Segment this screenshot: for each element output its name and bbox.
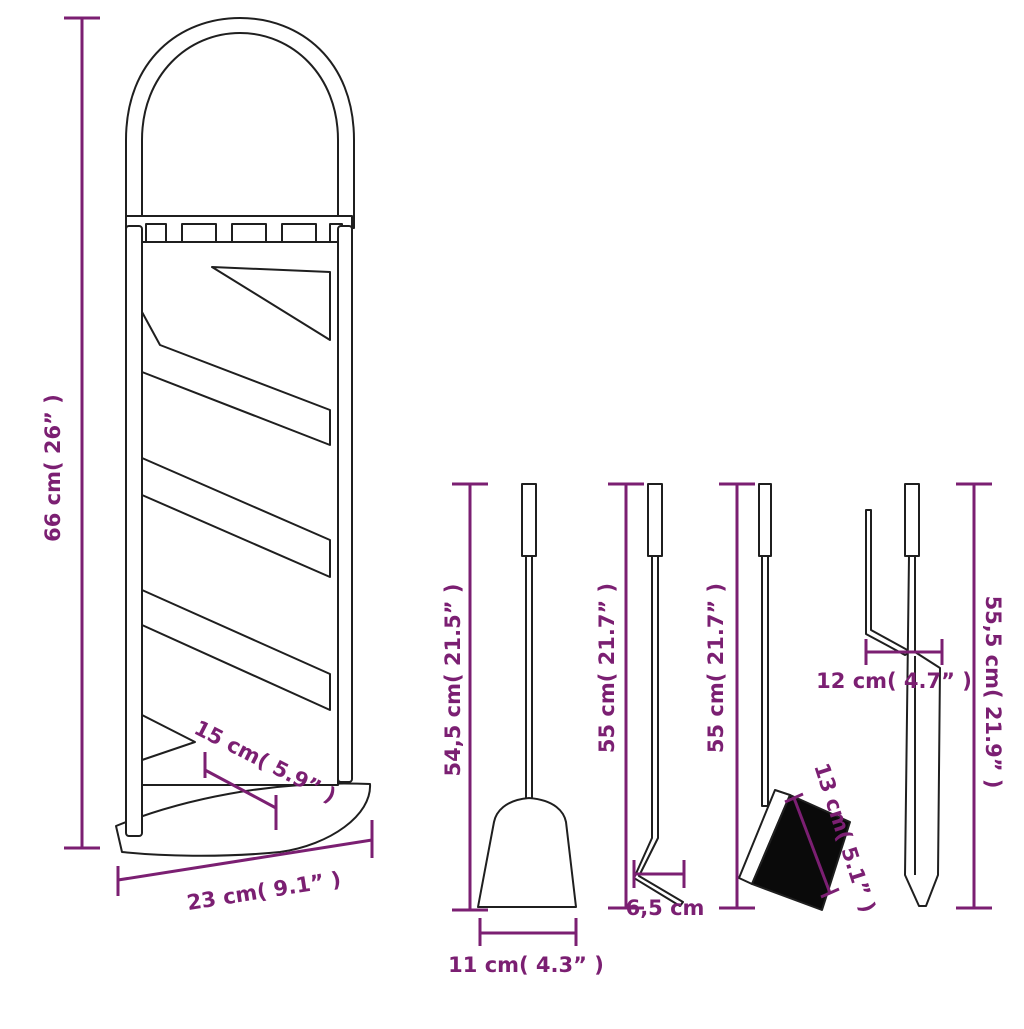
brush-shaft (761, 555, 769, 807)
poker-height-label: 55 cm( 21.7” ) (595, 583, 619, 753)
brush-height-label: 55 cm( 21.7” ) (704, 583, 728, 753)
poker-shaft (633, 555, 684, 907)
stand-width-label: 23 cm( 9.1” ) (185, 867, 343, 915)
fireplace-poker (633, 483, 684, 907)
stand-arch (125, 17, 355, 229)
fireplace-tool-stand (115, 17, 372, 857)
fireplace-brush (738, 483, 851, 911)
fireplace-tongs (865, 483, 941, 907)
stand-height-label: 66 cm( 26” ) (41, 394, 65, 542)
dimension-lines (64, 16, 992, 946)
stand-right-post (337, 225, 353, 783)
stand-base (115, 782, 372, 857)
tongs-height-label: 55,5 cm( 21.9” ) (981, 596, 1005, 789)
tongs-arm-right (904, 555, 941, 907)
poker-hook-label: 6,5 cm (626, 896, 705, 920)
poker-handle (647, 483, 663, 557)
tongs-handle (904, 483, 920, 557)
tongs-width-label: 12 cm( 4.7” ) (816, 669, 972, 693)
shovel-blade (477, 797, 577, 908)
fireplace-shovel (477, 483, 577, 908)
shovel-height-label: 54,5 cm( 21.5” ) (441, 584, 465, 777)
shovel-handle (521, 483, 537, 557)
stand-cutout-triangle (211, 266, 331, 341)
shovel-shaft (525, 555, 533, 801)
shovel-width-label: 11 cm( 4.3” ) (448, 953, 604, 977)
stand-left-post (125, 225, 143, 837)
brush-handle (758, 483, 772, 557)
